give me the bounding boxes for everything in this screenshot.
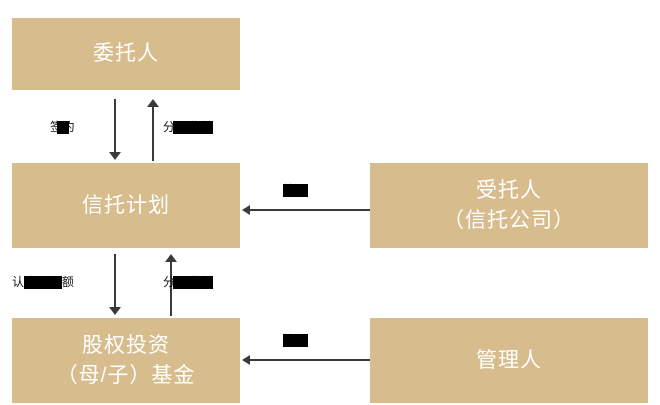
arrowhead-down-settlor-to-trust: [109, 152, 121, 160]
edge-label-fund-subscribe-text: 认购IP份额: [12, 275, 75, 289]
edge-label-fund-subscribe: 认购IP份额: [12, 275, 74, 289]
edge-label-fund-distribute-text: 分配收益: [163, 275, 214, 289]
edge-label-trustee-manage-text: 管理: [283, 183, 309, 197]
node-manager-label: 管理人: [476, 348, 542, 372]
edge-line-trust-to-fund: [114, 254, 116, 310]
node-trust-plan: 信托计划: [12, 163, 240, 248]
edge-line-settlor-to-trust: [114, 99, 116, 155]
edge-line-trustee-manage: [248, 209, 370, 211]
edge-line-manager-manage: [248, 359, 370, 361]
edge-label-trust-distribute: 分配收益: [163, 120, 214, 134]
node-pe-fund-sublabel: （母/子）基金: [56, 363, 196, 387]
edge-label-manager-manage-text: 管理: [283, 333, 309, 347]
node-settlor-label: 委托人: [93, 42, 159, 66]
edge-label-manager-manage: 管理: [283, 333, 309, 347]
node-trustee-label: 受托人: [476, 178, 542, 202]
edge-line-fund-to-trust: [170, 260, 172, 316]
arrowhead-down-trust-to-fund: [109, 307, 121, 315]
arrowhead-left-trustee-manage: [242, 205, 250, 215]
node-trustee-sublabel: （信托公司）: [443, 208, 575, 232]
node-trust-plan-label: 信托计划: [82, 193, 170, 217]
edge-label-fund-distribute: 分配收益: [163, 275, 214, 289]
edge-label-settlor-sign-text: 签约: [50, 120, 76, 134]
arrowhead-up-fund-to-trust: [165, 254, 177, 262]
node-settlor: 委托人: [12, 18, 240, 90]
edge-label-settlor-sign: 签约: [50, 120, 75, 134]
node-trustee: 受托人 （信托公司）: [370, 163, 648, 248]
edge-line-trust-to-settlor: [152, 105, 154, 161]
node-manager: 管理人: [370, 318, 648, 403]
node-pe-fund-label: 股权投资: [82, 333, 170, 357]
arrowhead-up-trust-to-settlor: [147, 99, 159, 107]
arrowhead-left-manager-manage: [242, 355, 250, 365]
edge-label-trustee-manage: 管理: [283, 183, 309, 197]
node-pe-fund: 股权投资 （母/子）基金: [12, 318, 240, 403]
edge-label-trust-distribute-text: 分配收益: [163, 120, 214, 134]
